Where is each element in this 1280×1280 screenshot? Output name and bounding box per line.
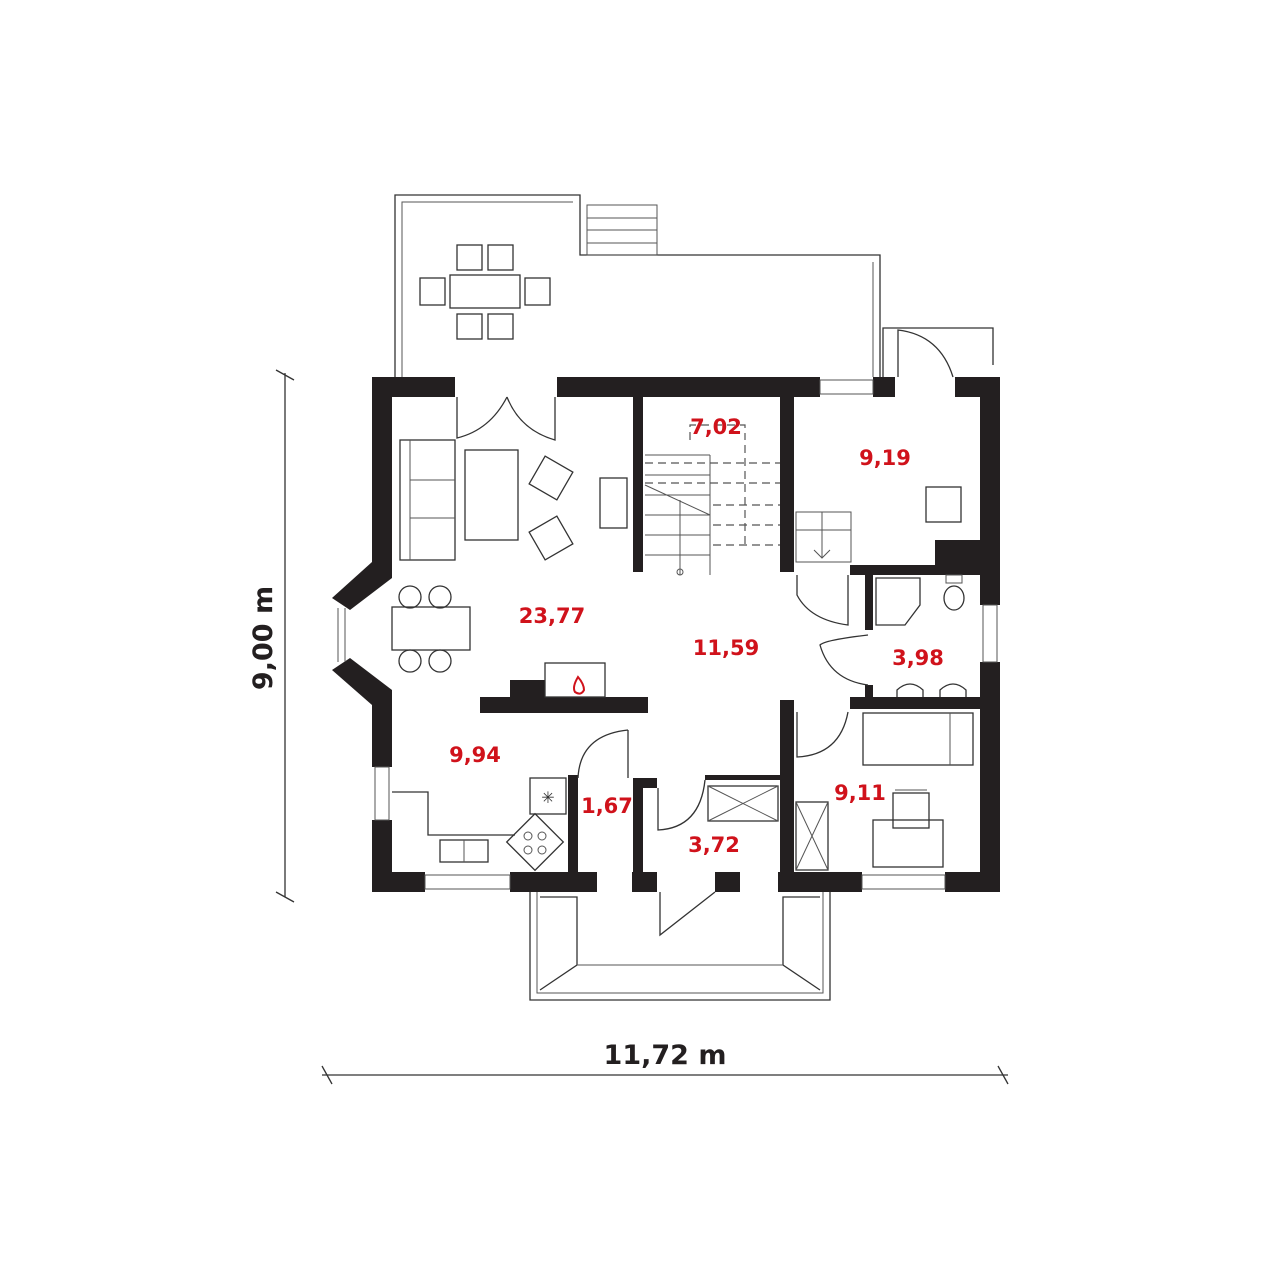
bay-window — [337, 379, 998, 890]
terrace — [394, 194, 994, 377]
svg-text:✳: ✳ — [541, 788, 554, 807]
room-area-living: 23,77 — [519, 604, 585, 628]
stove-icon — [599, 477, 628, 529]
chair-icon — [892, 792, 930, 829]
bed-icon — [862, 712, 974, 766]
room-area-bedroom: 9,11 — [834, 781, 886, 805]
width-label: 11,72 m — [604, 1040, 727, 1071]
width-dimension: 11,72 m — [321, 1040, 1009, 1085]
room-area-vestibule: 3,72 — [688, 833, 740, 857]
sink-icon — [939, 683, 967, 697]
armchair-icon — [528, 515, 574, 561]
room-area-hall: 11,59 — [693, 636, 759, 660]
room-area-bathroom: 3,98 — [892, 646, 944, 670]
furniture: ✳ — [391, 424, 974, 872]
fire-icon — [573, 675, 586, 695]
toilet-icon — [943, 585, 965, 611]
desk-icon — [872, 819, 944, 868]
fireplace-icon — [544, 662, 606, 698]
height-dimension: 9,00 m — [248, 369, 295, 903]
terrace-table-icon — [419, 244, 551, 340]
sink-icon — [896, 683, 924, 697]
cabinet-icon — [925, 486, 962, 523]
wardrobe-icon — [707, 785, 779, 822]
doors — [456, 329, 954, 937]
armchair-icon — [528, 455, 574, 501]
wardrobe-icon — [795, 801, 829, 871]
sofa-icon — [399, 439, 456, 561]
room-area-staircase: 7,02 — [690, 415, 742, 439]
room-area-pantry: 1,67 — [581, 794, 633, 818]
shower-icon — [875, 577, 921, 626]
room-area-top-right: 9,19 — [859, 446, 911, 470]
kitchen-counter-icon: ✳ — [392, 777, 567, 872]
terrace-steps — [586, 204, 658, 256]
staircase-icon — [644, 424, 852, 576]
dining-table-icon — [391, 585, 471, 673]
walls — [332, 377, 1000, 892]
room-area-kitchen: 9,94 — [449, 743, 501, 767]
height-label: 9,00 m — [248, 586, 279, 690]
coffee-table-icon — [464, 449, 519, 541]
entrance-porch — [529, 892, 831, 1001]
